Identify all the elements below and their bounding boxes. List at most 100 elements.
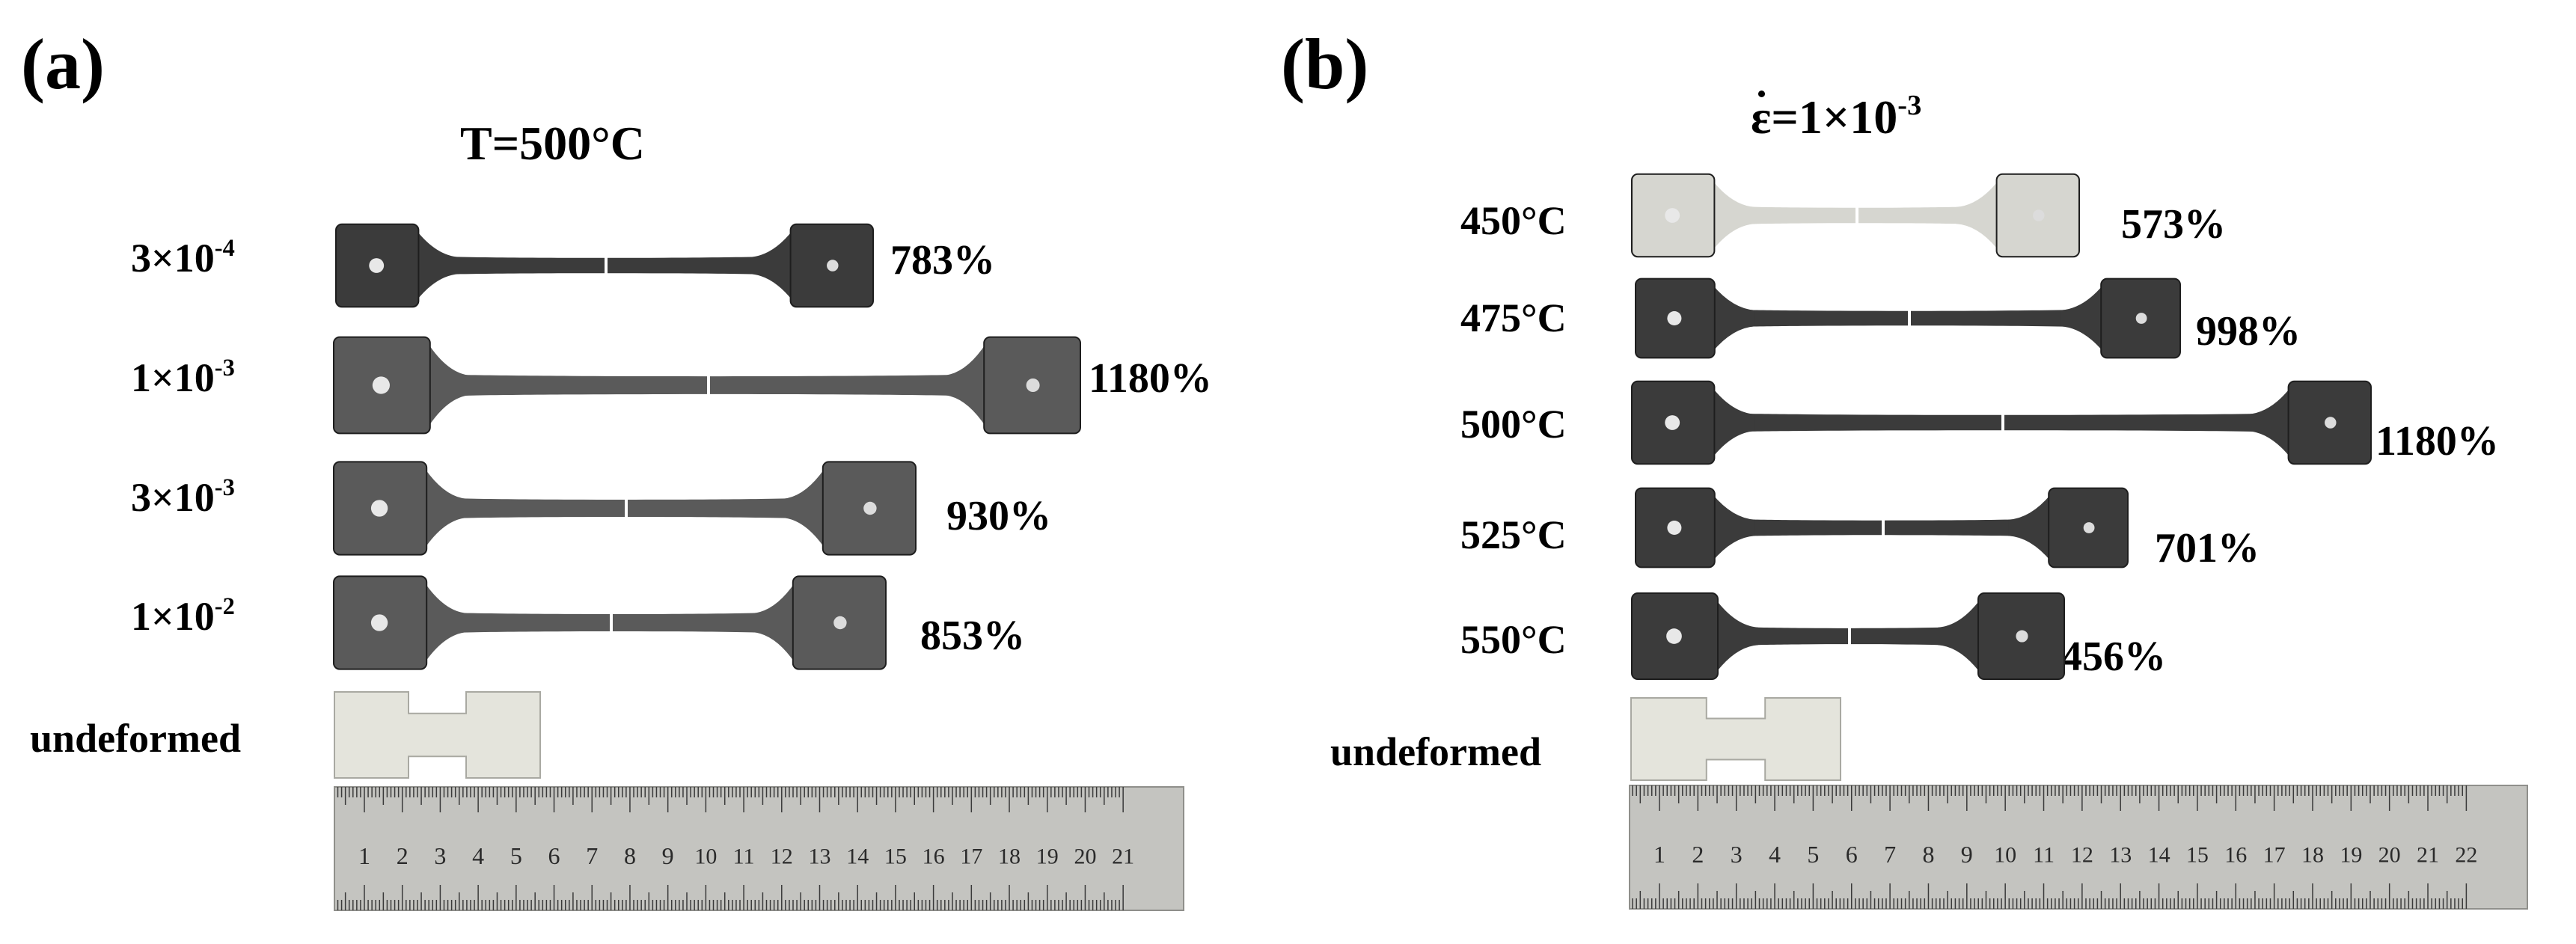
specimen-a-4-right-hole xyxy=(833,616,847,630)
specimen-a-1-right-hole xyxy=(827,260,839,272)
row-b-1-elongation: 573% xyxy=(2121,201,2226,248)
row-a-2-elongation: 1180% xyxy=(1089,355,1212,402)
ruler-a-number: 7 xyxy=(586,842,598,869)
ruler-a-number: 11 xyxy=(733,845,755,869)
specimen-b-5-right-hole xyxy=(2016,630,2028,643)
specimen-b-2 xyxy=(1635,278,2182,359)
ruler-a-number: 16 xyxy=(923,845,945,869)
specimen-a-4-left-hole xyxy=(370,614,388,631)
specimen-a-2-right-hole xyxy=(1026,378,1040,393)
row-b-5-label: 550°C xyxy=(1460,617,1567,662)
ruler-b-number: 19 xyxy=(2340,843,2362,868)
panel-b-undeformed-label: undeformed xyxy=(1330,729,1541,774)
specimen-a-3-fracture xyxy=(625,495,628,521)
panel-b-letter: (b) xyxy=(1281,24,1369,104)
specimen-a-3 xyxy=(333,461,917,556)
ruler-b-number: 5 xyxy=(1807,841,1819,868)
ruler-a-body xyxy=(334,786,1184,911)
specimen-a-2-gauge xyxy=(429,373,985,397)
specimen-a-2-body xyxy=(333,336,1082,435)
row-a-1-elongation: 783% xyxy=(890,237,995,283)
undeformed-specimen-b-shape xyxy=(1630,697,1841,781)
specimen-b-3 xyxy=(1631,380,2372,465)
ruler-a-number: 6 xyxy=(548,842,560,869)
ruler-b-number: 8 xyxy=(1922,841,1934,868)
specimen-b-4-left-hole xyxy=(1667,520,1682,536)
ruler-b-number: 15 xyxy=(2186,843,2209,868)
undeformed-specimen-a-shape xyxy=(334,691,541,779)
specimen-b-1-right-hole xyxy=(2033,209,2045,221)
ruler-b-number: 3 xyxy=(1731,841,1743,868)
row-a-4-label: 1×10-2 xyxy=(131,592,235,639)
specimen-a-1-fracture xyxy=(605,254,608,278)
panel-a-title: T=500°C xyxy=(460,117,645,170)
specimen-b-3-right-hole xyxy=(2325,417,2337,429)
ruler-b-number: 16 xyxy=(2224,843,2247,868)
specimen-a-1-left-hole xyxy=(369,258,385,273)
ruler-a-number: 2 xyxy=(397,842,409,869)
specimen-b-1-body xyxy=(1631,173,2081,258)
row-b-3-elongation: 1180% xyxy=(2375,418,2499,465)
specimen-b-2-right-hole xyxy=(2135,313,2147,324)
ruler-a-number: 3 xyxy=(434,842,446,869)
row-b-5-elongation: 456% xyxy=(2061,634,2166,680)
specimen-a-2-fracture xyxy=(707,372,710,399)
ruler-b-number: 18 xyxy=(2301,843,2324,868)
specimen-a-4 xyxy=(333,575,887,670)
specimen-b-1-fracture xyxy=(1855,203,1858,227)
ruler-a-number: 5 xyxy=(510,842,522,869)
ruler-a-number: 20 xyxy=(1074,845,1096,869)
specimen-b-5-body xyxy=(1631,592,2065,680)
specimen-b-4 xyxy=(1635,487,2129,568)
specimen-b-4-right-hole xyxy=(2083,522,2095,533)
row-b-2-elongation: 998% xyxy=(2196,308,2301,355)
panel-a-undeformed-label: undeformed xyxy=(30,716,241,761)
ruler-b-number: 12 xyxy=(2071,843,2093,868)
row-a-1-label: 3×10-4 xyxy=(131,234,235,281)
specimen-b-2-body xyxy=(1635,278,2182,359)
ruler-b-number: 10 xyxy=(1994,843,2016,868)
ruler-b-number: 13 xyxy=(2109,843,2132,868)
row-b-4-label: 525°C xyxy=(1460,512,1567,557)
ruler-a-number: 17 xyxy=(960,845,982,869)
row-b-3-label: 500°C xyxy=(1460,402,1567,447)
specimen-b-2-left-hole xyxy=(1667,310,1682,326)
specimen-a-4-body xyxy=(333,575,887,670)
ruler-a-number: 10 xyxy=(694,845,717,869)
ruler-a-number: 4 xyxy=(472,842,484,869)
ruler-a-number: 13 xyxy=(808,845,830,869)
ruler-a-number: 12 xyxy=(771,845,793,869)
specimen-b-4-body xyxy=(1635,487,2129,568)
ruler-b-number: 1 xyxy=(1653,841,1665,868)
specimen-b-3-body xyxy=(1631,380,2372,465)
specimen-a-1 xyxy=(335,223,874,308)
undeformed-specimen-a xyxy=(334,691,541,779)
row-b-2-label: 475°C xyxy=(1460,295,1567,340)
ruler-a-number: 18 xyxy=(998,845,1021,869)
row-a-3-elongation: 930% xyxy=(946,493,1051,539)
ruler-b-number: 9 xyxy=(1961,841,1973,868)
ruler-b-number: 21 xyxy=(2417,843,2439,868)
row-a-3-label: 3×10-3 xyxy=(131,473,235,520)
row-a-4-elongation: 853% xyxy=(920,613,1025,659)
row-b-1-label: 450°C xyxy=(1460,198,1567,243)
ruler-b-number: 6 xyxy=(1846,841,1858,868)
specimen-b-3-fracture xyxy=(2001,411,2004,435)
specimen-a-2 xyxy=(333,336,1082,435)
ruler-a-ticks xyxy=(337,787,1124,910)
row-a-2-label: 1×10-3 xyxy=(131,354,235,400)
specimen-b-3-left-hole xyxy=(1665,415,1680,430)
specimen-b-5 xyxy=(1631,592,2065,680)
ruler-a-number: 21 xyxy=(1112,845,1134,869)
ruler-a-number: 19 xyxy=(1036,845,1059,869)
ruler-b-number: 11 xyxy=(2033,843,2055,868)
ruler-a-number: 8 xyxy=(624,842,636,869)
specimen-a-1-body xyxy=(335,223,874,308)
ruler-b-ticks xyxy=(1632,785,2468,909)
ruler-a-number: 1 xyxy=(358,842,370,869)
specimen-a-4-fracture xyxy=(610,610,613,636)
specimen-b-5-left-hole xyxy=(1666,628,1682,644)
ruler-b-number: 17 xyxy=(2263,843,2286,868)
row-b-4-elongation: 701% xyxy=(2155,525,2260,571)
